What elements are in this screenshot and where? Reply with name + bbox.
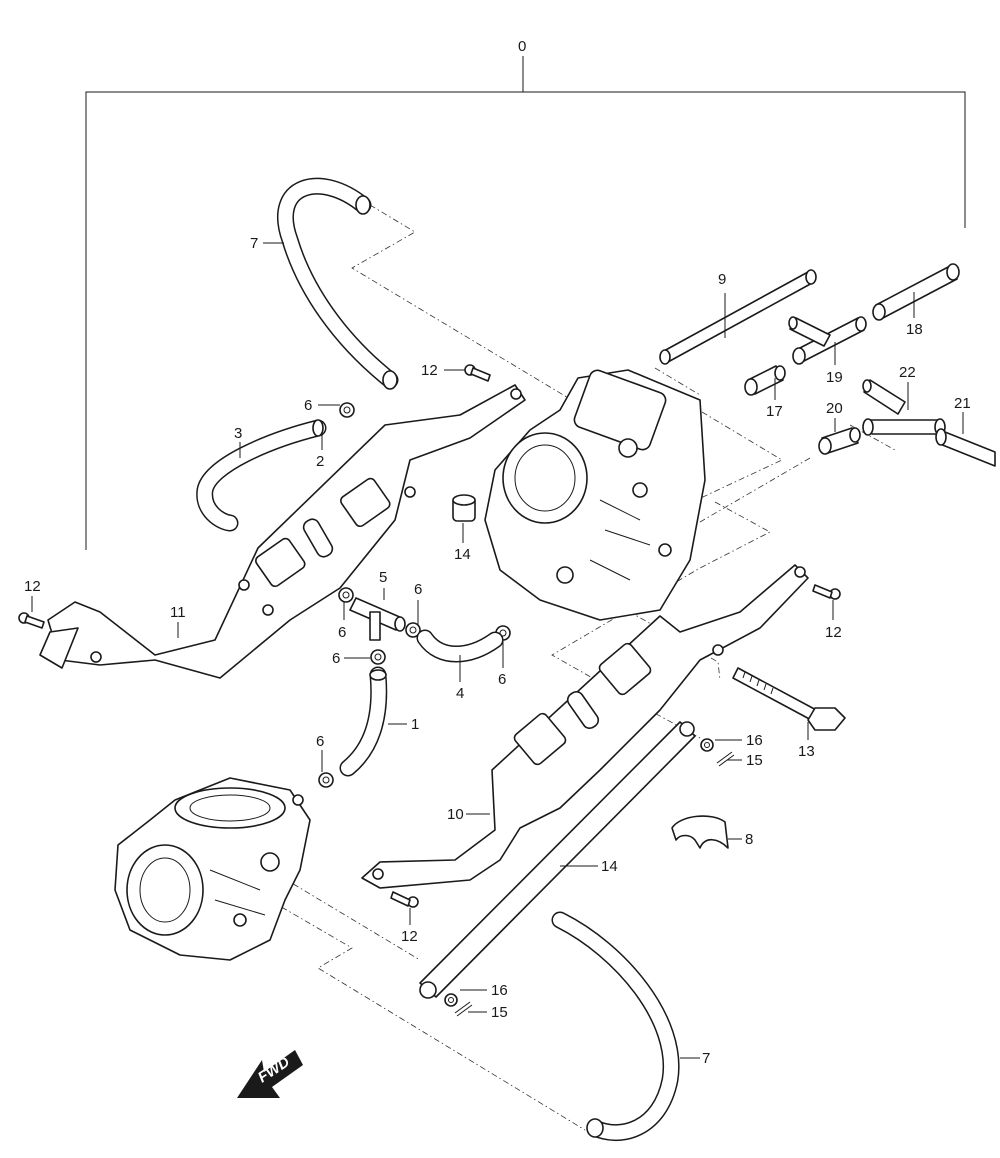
callout-6-left: 6	[338, 624, 346, 641]
callout-15-lower: 15	[491, 1004, 508, 1021]
hose-4	[416, 629, 504, 663]
callout-6-right: 6	[498, 671, 506, 688]
callout-9: 9	[718, 271, 726, 288]
tube-9	[659, 269, 817, 365]
tube-18	[872, 263, 960, 321]
pin-15-lower	[454, 1001, 473, 1017]
callout-6-upper: 6	[304, 397, 312, 414]
callout-8: 8	[745, 831, 753, 848]
callout-21: 21	[954, 395, 971, 412]
callout-1: 1	[411, 716, 419, 733]
bracket-11	[39, 384, 526, 679]
callout-10: 10	[447, 806, 464, 823]
carburetor-lower	[114, 777, 311, 961]
callout-12-left: 12	[24, 578, 41, 595]
joint-19	[788, 316, 867, 365]
callout-6-hose: 6	[332, 650, 340, 667]
reference-lines	[234, 204, 896, 1131]
hose-7-lower	[551, 911, 680, 1142]
bracket-10	[361, 564, 809, 889]
carburetor-upper	[484, 369, 706, 621]
callout-6-lower: 6	[316, 733, 324, 750]
callout-22: 22	[899, 364, 916, 381]
pin-15-upper	[716, 751, 735, 767]
callout-12-right: 12	[825, 624, 842, 641]
callout-6-mid: 6	[414, 581, 422, 598]
callout-19: 19	[826, 369, 843, 386]
washer-16-lower	[444, 993, 458, 1007]
bolt-12-left	[18, 612, 45, 629]
callout-0: 0	[518, 38, 526, 55]
callout-5: 5	[379, 569, 387, 586]
callout-20: 20	[826, 400, 843, 417]
bolt-13	[732, 667, 846, 731]
callout-13: 13	[798, 743, 815, 760]
callout-14-upper: 14	[454, 546, 471, 563]
callout-16-upper: 16	[746, 732, 763, 749]
rod-14	[419, 721, 696, 999]
assembly-bracket	[85, 56, 966, 550]
callout-4: 4	[456, 685, 464, 702]
grommet-14	[452, 494, 476, 522]
callout-12-lower: 12	[401, 928, 418, 945]
callout-7-lower: 7	[702, 1050, 710, 1067]
callouts: 0 7 9 18 19 17 22 20 21 12 6 3 2 14 12 1…	[24, 38, 971, 1067]
callout-2: 2	[316, 453, 324, 470]
callout-18: 18	[906, 321, 923, 338]
washer-16-upper	[700, 738, 714, 752]
sleeve-17	[744, 365, 786, 396]
callout-7-upper: 7	[250, 235, 258, 252]
callout-17: 17	[766, 403, 783, 420]
clip-8	[671, 815, 729, 849]
callout-16-lower: 16	[491, 982, 508, 999]
bolt-12-lower	[390, 891, 419, 908]
callout-11: 11	[170, 604, 186, 621]
callout-15-upper: 15	[746, 752, 763, 769]
fwd-arrow: FWD	[237, 1050, 303, 1098]
hose-7-upper	[277, 177, 399, 390]
callout-3: 3	[234, 425, 242, 442]
callout-12-upper: 12	[421, 362, 438, 379]
hose-21	[935, 428, 996, 467]
callout-14-lower: 14	[601, 858, 618, 875]
hose-1	[339, 666, 388, 777]
hose-3	[196, 419, 327, 532]
joint-5	[349, 597, 406, 641]
joint-22	[862, 379, 946, 436]
bolt-12-right	[812, 584, 841, 600]
bolt-12-upper	[464, 364, 491, 382]
sleeve-20	[818, 427, 861, 455]
